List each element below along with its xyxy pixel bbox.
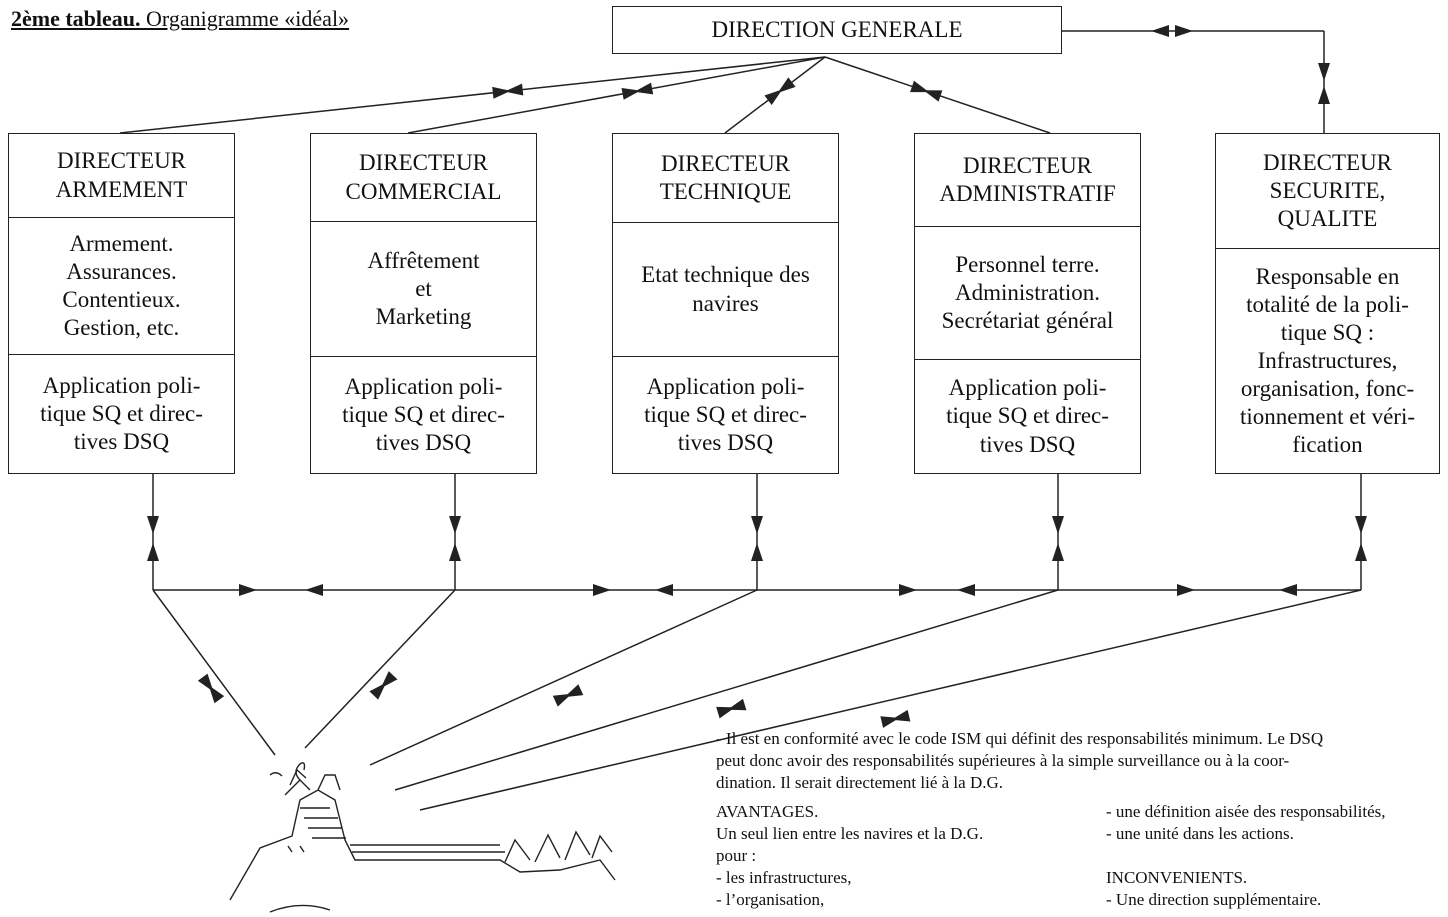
ship-link-line [304, 589, 456, 749]
ship-icon [229, 762, 616, 913]
link-arrow [727, 698, 747, 711]
link-arrow [492, 86, 511, 99]
link-arrow [380, 671, 398, 689]
box-duties: Armement. Assurances. Contentieux. Gesti… [9, 217, 234, 354]
box-header: DIRECTEUR TECHNIQUE [659, 150, 792, 204]
box-duties: Affrêtement et Marketing [311, 221, 536, 356]
link-arrow [197, 673, 214, 692]
link-arrow [147, 543, 159, 561]
direction-generale-box: DIRECTION GENERALE [612, 6, 1062, 54]
link-arrow [1177, 584, 1195, 596]
link-arrow [449, 516, 461, 534]
link-arrow [923, 90, 943, 102]
link-arrow [552, 693, 572, 707]
chart-title: 2ème tableau. Organigramme «idéal» [11, 6, 350, 31]
dg-link-line [119, 56, 826, 134]
directeur-commercial-box: DIRECTEUR COMMERCIAL Affrêtement et Mark… [310, 133, 537, 474]
link-arrow [716, 706, 736, 719]
link-arrow [1151, 25, 1169, 37]
link-arrow [899, 584, 917, 596]
link-arrow [777, 77, 796, 94]
link-arrow [1175, 25, 1193, 37]
link-arrow [891, 709, 911, 722]
box-header: DIRECTEUR COMMERCIAL [345, 150, 502, 204]
directeur-technique-box: DIRECTEUR TECHNIQUE Etat technique des n… [612, 133, 839, 474]
link-arrow [147, 516, 159, 534]
link-arrow [305, 584, 323, 596]
link-arrow [1355, 543, 1367, 561]
link-arrow [764, 89, 783, 106]
notes-left-column: AVANTAGES. Un seul lien entre les navire… [716, 802, 984, 910]
ship-link-line [369, 589, 758, 766]
directeur-armement-box: DIRECTEUR ARMEMENT Armement. Assurances.… [8, 133, 235, 474]
link-arrow [634, 82, 654, 95]
ship-link-line [419, 589, 1362, 811]
box-duties: Responsable en totalité de la poli- tiqu… [1216, 248, 1439, 473]
box-application: Application poli- tique SQ et direc- tiv… [915, 359, 1140, 473]
link-arrow [751, 516, 763, 534]
box-header: DIRECTEUR ADMINISTRATIF [939, 152, 1116, 206]
box-duties: Personnel terre. Administration. Secréta… [915, 226, 1140, 359]
link-arrow [1279, 584, 1297, 596]
ship-link-line [394, 589, 1059, 791]
link-arrow [1052, 543, 1064, 561]
link-arrow [239, 584, 257, 596]
directeur-administratif-box: DIRECTEUR ADMINISTRATIF Personnel terre.… [914, 133, 1141, 474]
link-arrow [564, 684, 584, 698]
box-header: DIRECTEUR ARMEMENT [55, 148, 188, 202]
notes-intro: - Il est en conformité avec le code ISM … [716, 729, 1324, 793]
link-arrow [449, 543, 461, 561]
directeur-securite-qualite-box: DIRECTEUR SECURITE, QUALITE Responsable … [1215, 133, 1440, 474]
link-arrow [504, 83, 524, 96]
link-arrow [910, 80, 930, 93]
dg-link-line [407, 56, 826, 134]
notes-right-column: - une définition aisée des responsabilit… [1106, 802, 1386, 910]
link-arrow [1052, 516, 1064, 534]
link-arrow [751, 543, 763, 561]
link-arrow [593, 584, 611, 596]
ship-link-line [152, 589, 276, 756]
box-duties: Etat technique des navires [613, 222, 838, 356]
box-header: DIRECTEUR SECURITE, QUALITE [1262, 149, 1393, 232]
link-arrow [655, 584, 673, 596]
link-arrow [1318, 86, 1330, 104]
link-arrow [621, 87, 641, 100]
link-arrow [1355, 516, 1367, 534]
link-arrow [1318, 63, 1330, 81]
box-application: Application poli- tique SQ et direc- tiv… [311, 356, 536, 473]
link-arrow [957, 584, 975, 596]
box-application: Application poli- tique SQ et direc- tiv… [613, 356, 838, 473]
box-application: Application poli- tique SQ et direc- tiv… [9, 354, 234, 473]
